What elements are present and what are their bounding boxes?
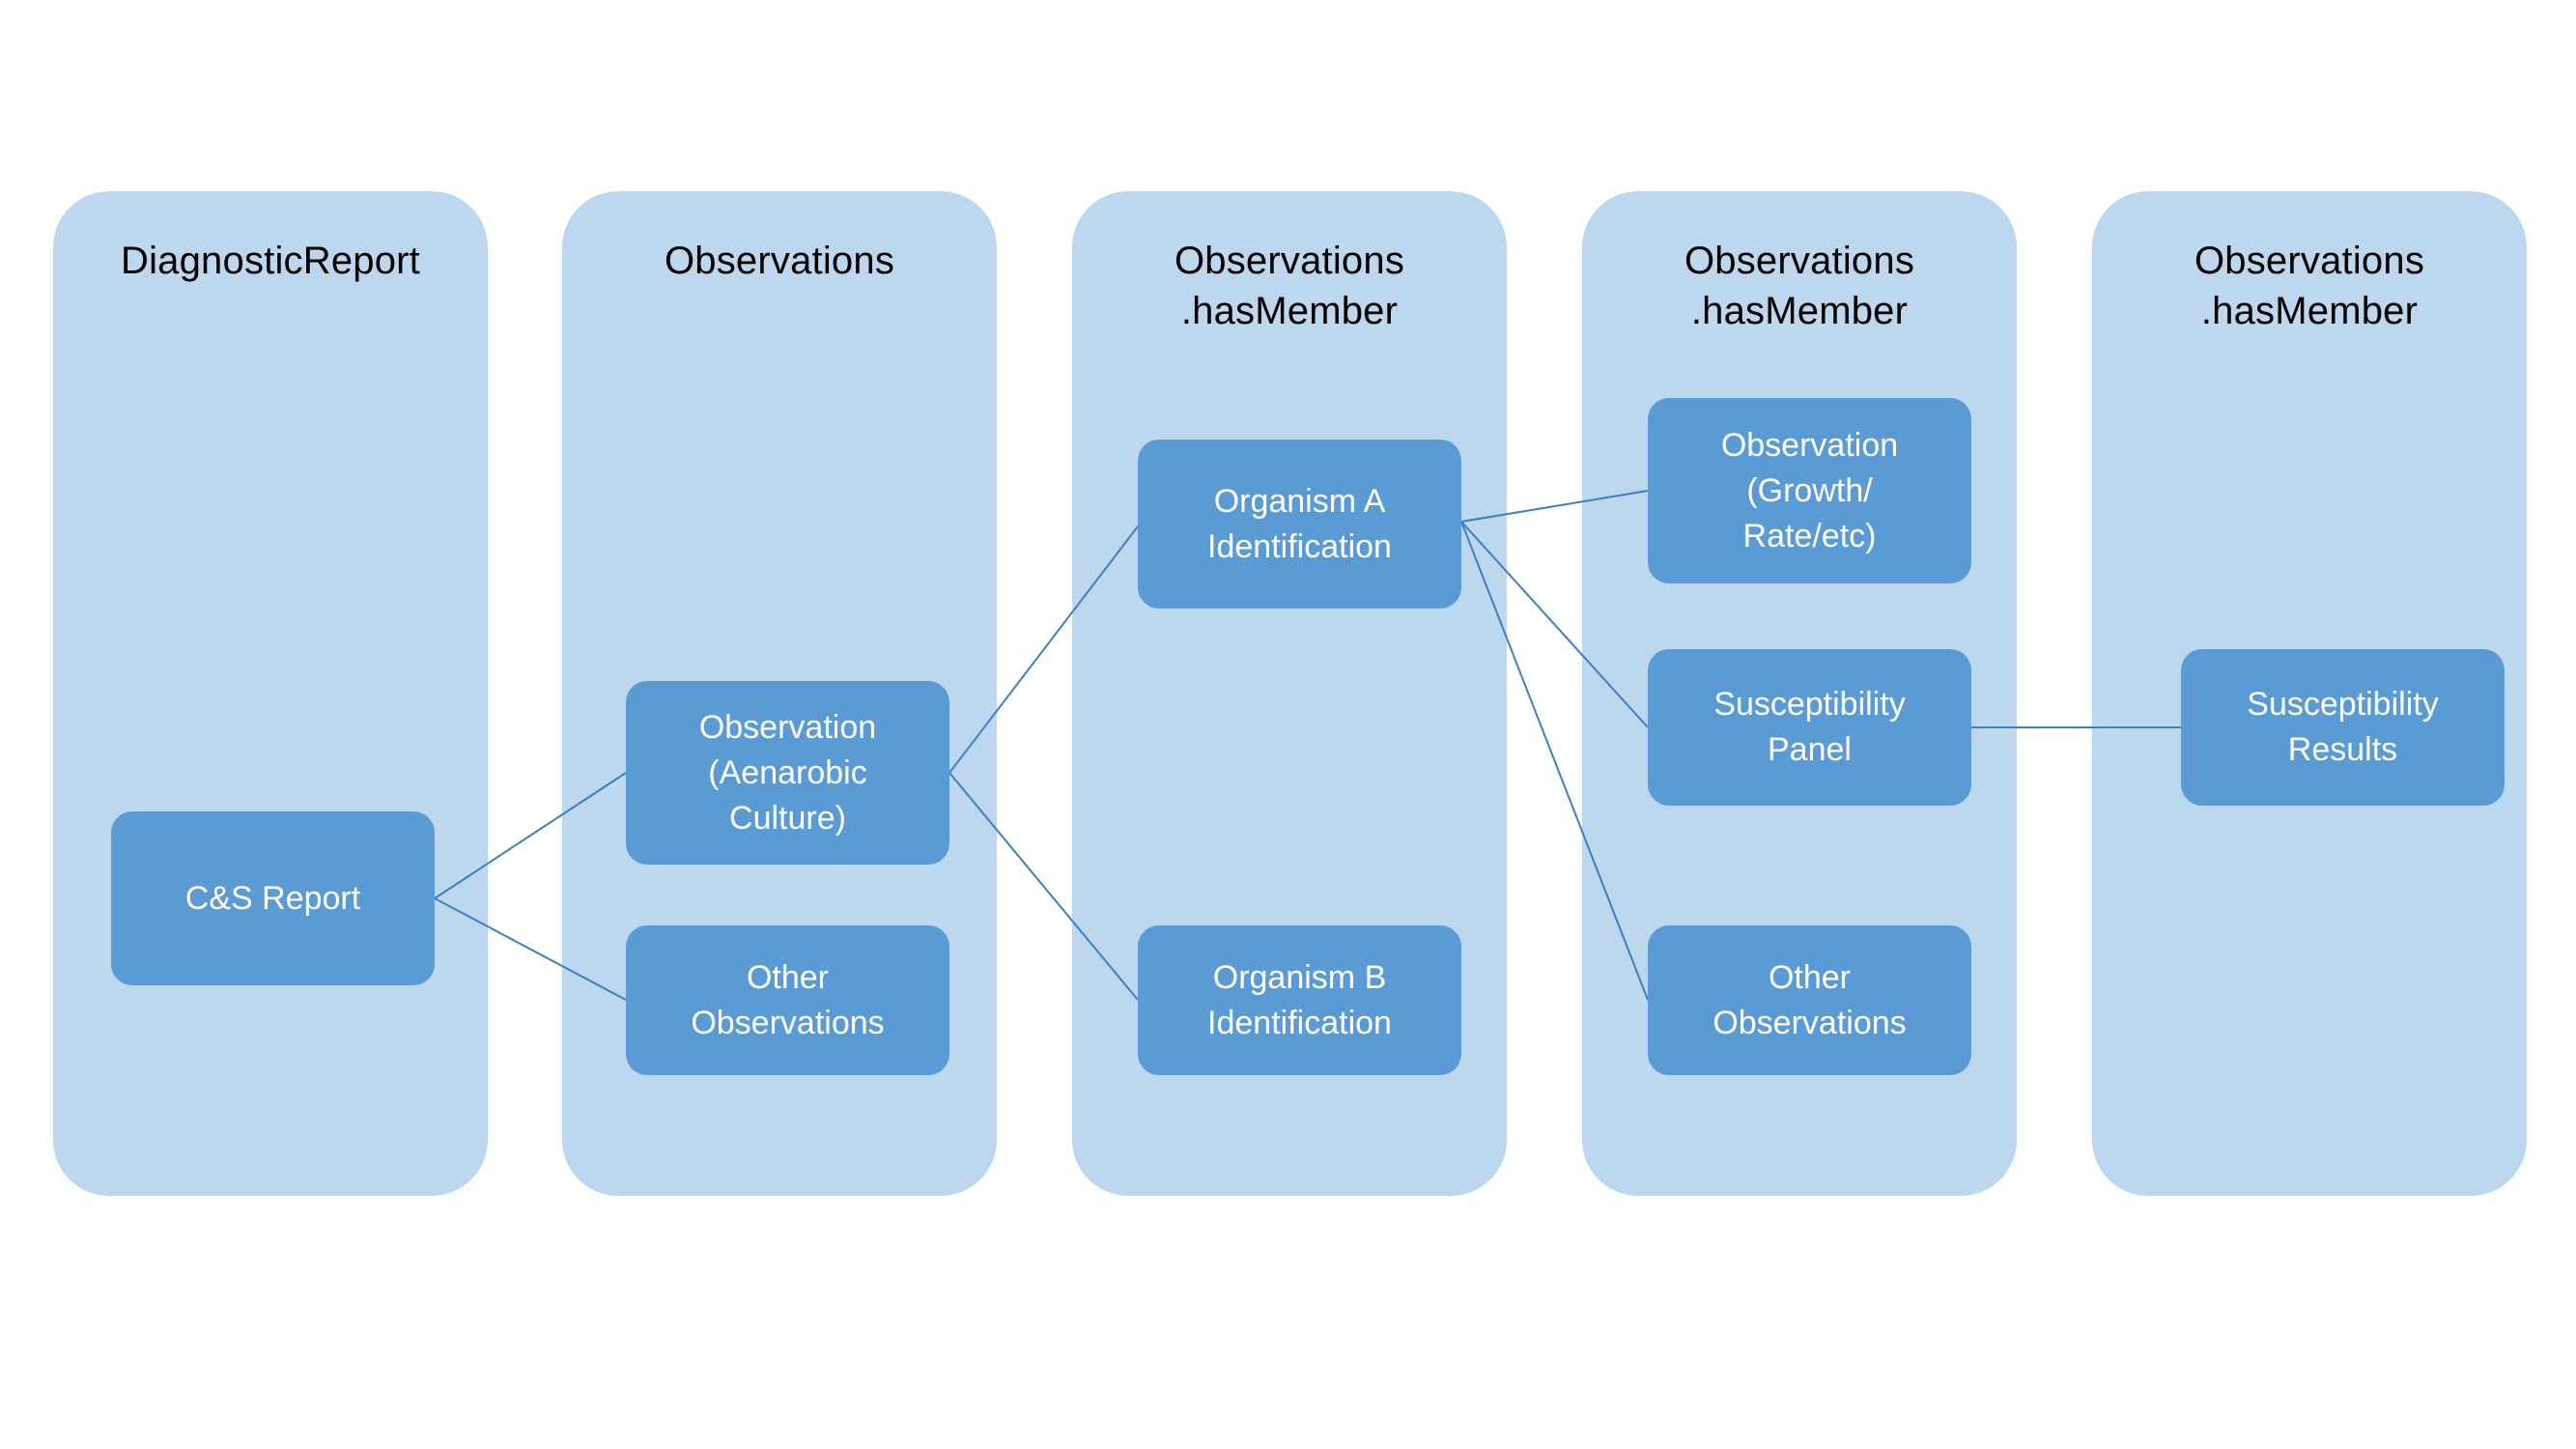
node-susceptibility-results[interactable]: Susceptibility Results: [2181, 649, 2505, 806]
node-observation-aenarobic-culture[interactable]: Observation (Aenarobic Culture): [626, 681, 949, 865]
node-other-observations-col2[interactable]: Other Observations: [626, 925, 949, 1075]
lane-diagnosticreport-title: DiagnosticReport: [120, 240, 421, 282]
lane-observations-title: Observations: [664, 240, 895, 282]
node-organism-a-identification[interactable]: Organism A Identification: [1138, 440, 1461, 609]
node-other-observations-col4[interactable]: Other Observations: [1648, 925, 1971, 1075]
lane-diagnosticreport: DiagnosticReport: [53, 191, 488, 1196]
node-observation-growth-rate[interactable]: Observation (Growth/ Rate/etc): [1648, 398, 1971, 583]
lane-hasmember-1-title: Observations .hasMember: [1174, 240, 1405, 332]
node-susceptibility-panel[interactable]: Susceptibility Panel: [1648, 649, 1971, 806]
node-organism-b-identification[interactable]: Organism B Identification: [1138, 925, 1461, 1075]
node-cs-report[interactable]: C&S Report: [111, 811, 435, 985]
lane-hasmember-2-title: Observations .hasMember: [1684, 240, 1915, 332]
lane-hasmember-3-title: Observations .hasMember: [2194, 240, 2425, 332]
